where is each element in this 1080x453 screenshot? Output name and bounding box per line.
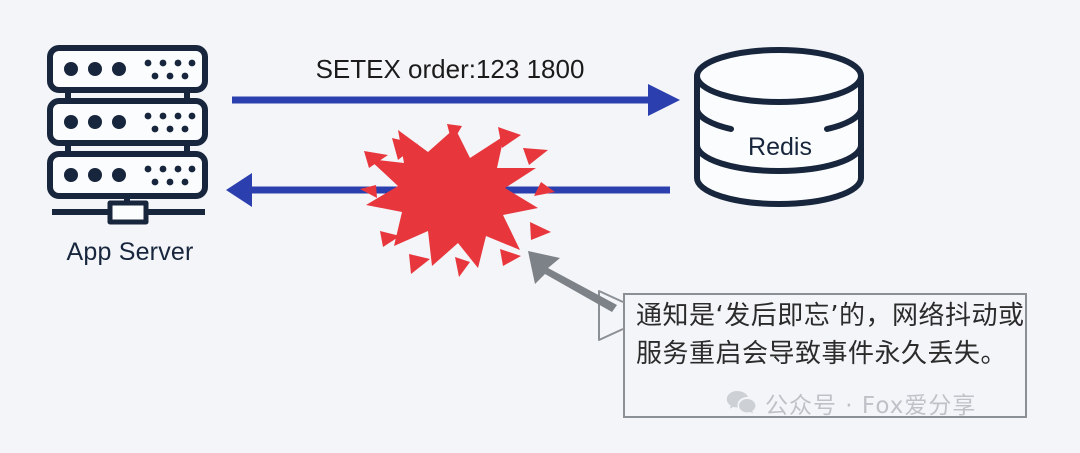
request-arrow: [232, 84, 680, 116]
app-server-label: App Server: [66, 238, 194, 266]
redis-label: Redis: [748, 133, 812, 161]
server-rack-icon: [47, 45, 208, 225]
callout-box: [623, 293, 1027, 418]
watermark: 公众号 · Fox爱分享: [726, 386, 976, 420]
callout-text: 通知是‘发后即忘’的，网络抖动或服务重启会导致事件永久丢失。: [636, 301, 1025, 369]
callout-arrow-icon: [528, 251, 617, 312]
explosion-burst-icon: [360, 124, 555, 277]
wechat-icon: [726, 391, 756, 414]
watermark-text: 公众号 · Fox爱分享: [765, 393, 977, 419]
database-cylinder-icon: [694, 47, 864, 207]
request-command-label: SETEX order:123 1800: [315, 54, 585, 84]
server-indicator-dots: [64, 59, 196, 186]
